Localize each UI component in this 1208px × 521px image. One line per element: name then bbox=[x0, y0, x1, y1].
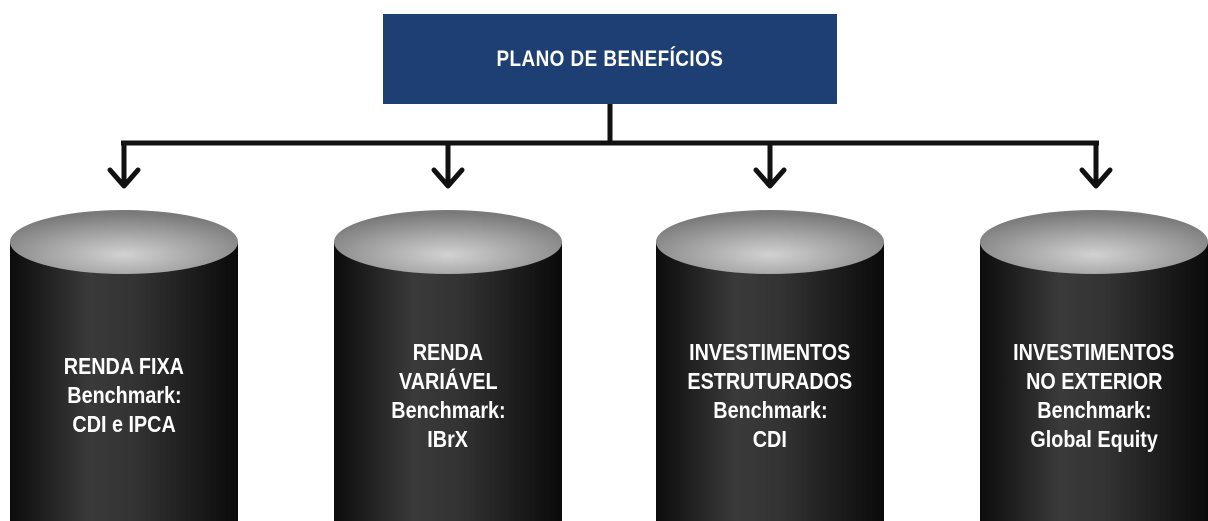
root-title: PLANO DE BENEFÍCIOS bbox=[496, 46, 724, 71]
cylinder-renda-fixa: RENDA FIXA Benchmark: CDI e IPCA bbox=[10, 210, 238, 521]
segment-line: Benchmark: bbox=[390, 396, 506, 423]
cylinder-shape bbox=[334, 210, 562, 521]
segment-line: NO EXTERIOR bbox=[1025, 367, 1163, 394]
cylinder-shape bbox=[980, 210, 1208, 521]
segment-line: INVESTIMENTOS bbox=[1013, 338, 1175, 365]
segment-line: INVESTIMENTOS bbox=[689, 338, 851, 365]
segment-line: Benchmark: bbox=[1036, 396, 1152, 423]
arrow-3 bbox=[753, 141, 787, 189]
segment-label: INVESTIMENTOS NO EXTERIOR Benchmark: Glo… bbox=[980, 270, 1208, 521]
cylinder-renda-variavel: RENDA VARIÁVEL Benchmark: IBrX bbox=[334, 210, 562, 521]
segment-line: VARIÁVEL bbox=[398, 367, 498, 394]
arrow-4 bbox=[1079, 141, 1113, 189]
segment-line: IBrX bbox=[427, 425, 469, 452]
segment-line: ESTRUTURADOS bbox=[687, 367, 853, 394]
cylinder-investimentos-estruturados: INVESTIMENTOS ESTRUTURADOS Benchmark: CD… bbox=[656, 210, 884, 521]
cylinder-shape bbox=[656, 210, 884, 521]
segment-label: RENDA FIXA Benchmark: CDI e IPCA bbox=[10, 270, 238, 521]
segment-label: INVESTIMENTOS ESTRUTURADOS Benchmark: CD… bbox=[656, 270, 884, 521]
segment-line: RENDA bbox=[412, 338, 484, 365]
arrow-1 bbox=[107, 141, 141, 189]
segment-line: Benchmark: bbox=[712, 396, 828, 423]
segment-line: Global Equity bbox=[1030, 425, 1158, 452]
segment-line: RENDA FIXA bbox=[63, 353, 185, 379]
segment-line: CDI e IPCA bbox=[72, 411, 176, 437]
arrow-2 bbox=[431, 141, 465, 189]
root-box: PLANO DE BENEFÍCIOS bbox=[383, 14, 837, 104]
cylinder-shape bbox=[10, 210, 238, 521]
segment-line: Benchmark: bbox=[66, 382, 182, 408]
segment-line: CDI bbox=[752, 425, 788, 452]
segment-label: RENDA VARIÁVEL Benchmark: IBrX bbox=[334, 270, 562, 521]
cylinder-investimentos-exterior: INVESTIMENTOS NO EXTERIOR Benchmark: Glo… bbox=[980, 210, 1208, 521]
